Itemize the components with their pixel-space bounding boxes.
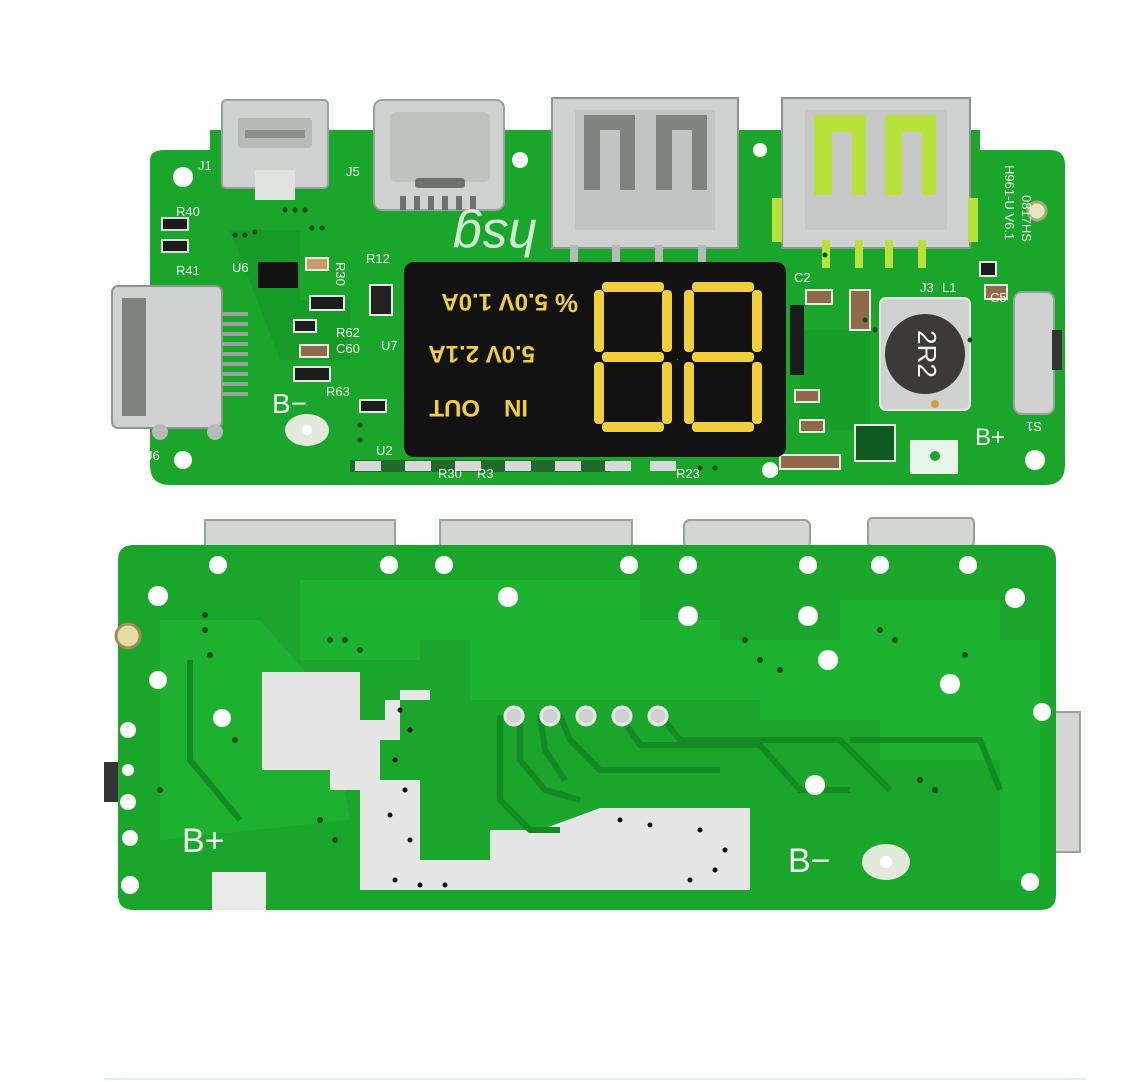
label-r41: R41 bbox=[176, 263, 200, 278]
usb-a-edge-1 bbox=[204, 519, 396, 549]
label-j6: J6 bbox=[146, 448, 160, 463]
exposed-copper-pad bbox=[262, 672, 750, 890]
mount-hole bbox=[512, 152, 528, 168]
usb-a-edge-2 bbox=[439, 519, 633, 549]
mount-hole bbox=[174, 451, 192, 469]
label-b-minus-bottom: B− bbox=[788, 842, 831, 880]
seven-segment-digits bbox=[594, 282, 762, 432]
label-j3: J3 bbox=[920, 280, 934, 295]
label-c2: C2 bbox=[794, 270, 811, 285]
mount-hole bbox=[1025, 450, 1045, 470]
label-u7: U7 bbox=[381, 338, 398, 353]
label-b-minus-top: B− bbox=[272, 388, 307, 419]
usb-c-edge bbox=[683, 519, 811, 549]
exposed-pad-vias bbox=[387, 707, 728, 888]
top-pcb-board: 2R2 hsg 88 % 5.0V 1.0A 5.0V 2.1A IN OUT bbox=[111, 97, 1065, 485]
header-pins bbox=[503, 705, 669, 727]
label-r62: R62 bbox=[336, 325, 360, 340]
brand-logo: hsg bbox=[453, 208, 537, 266]
side-switch-edge bbox=[104, 762, 118, 802]
bottom-vias bbox=[157, 612, 968, 843]
lcd-line-1: 5.0V 1.0A bbox=[441, 288, 548, 315]
lcd-label-in: IN bbox=[504, 394, 528, 421]
vias bbox=[232, 207, 973, 471]
bottom-divider-line bbox=[104, 1078, 1086, 1080]
label-r63: R63 bbox=[326, 384, 350, 399]
bottom-pcb-board: B+ B− bbox=[104, 517, 1081, 910]
label-s1: S1 bbox=[1026, 419, 1042, 434]
inductor-marking: 2R2 bbox=[912, 330, 942, 378]
lcd-digits: 88 bbox=[677, 359, 679, 361]
mount-hole bbox=[762, 462, 778, 478]
bottom-battery-plus-pad bbox=[212, 872, 266, 910]
mount-hole-center bbox=[302, 425, 312, 435]
label-c60: C60 bbox=[336, 341, 360, 356]
gold-mount-hole bbox=[114, 622, 142, 650]
micro-usb-edge bbox=[867, 517, 975, 547]
label-r30-top: R30 bbox=[333, 262, 348, 286]
side-switch bbox=[1013, 291, 1055, 415]
label-c5: C5 bbox=[990, 290, 1007, 305]
mount-hole bbox=[1026, 200, 1048, 222]
label-date: 0817HS bbox=[1019, 195, 1034, 242]
lcd-line-2: 5.0V 2.1A bbox=[428, 340, 535, 367]
label-r23: R23 bbox=[676, 466, 700, 481]
lcd-label-out: OUT bbox=[429, 394, 480, 421]
label-u6: U6 bbox=[232, 260, 249, 275]
label-r40: R40 bbox=[176, 204, 200, 219]
label-model: H961-U V6.1 bbox=[1002, 165, 1017, 240]
label-c8: C8 bbox=[762, 463, 779, 478]
label-r3: R3 bbox=[477, 466, 494, 481]
label-r12: R12 bbox=[366, 251, 390, 266]
mount-hole bbox=[753, 143, 767, 157]
ground-pour bbox=[300, 580, 1040, 880]
label-b-plus-top: B+ bbox=[975, 424, 1005, 451]
lcd-percent: % bbox=[555, 288, 578, 318]
label-r30: R30 bbox=[438, 466, 462, 481]
label-b-plus-bottom: B+ bbox=[182, 822, 225, 860]
label-j5: J5 bbox=[346, 164, 360, 179]
label-u2: U2 bbox=[376, 443, 393, 458]
top-trace-region-2 bbox=[800, 330, 870, 430]
mount-hole bbox=[173, 167, 193, 187]
label-j1: J1 bbox=[198, 158, 212, 173]
label-l1: L1 bbox=[942, 280, 956, 295]
bottom-mount-holes bbox=[120, 556, 1051, 894]
